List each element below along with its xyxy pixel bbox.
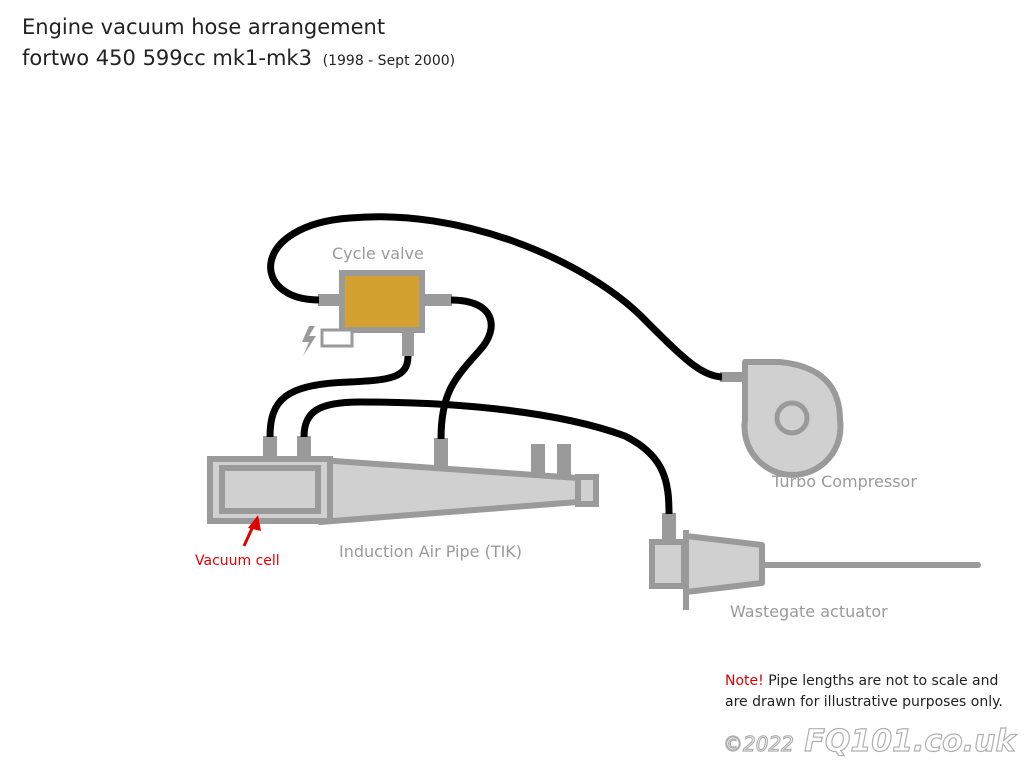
- induction-air-pipe: [207, 436, 599, 525]
- turbo-compressor-label: Turbo Compressor: [771, 472, 917, 491]
- page-subtitle: fortwo 450 599cc mk1-mk3 (1998 - Sept 20…: [22, 43, 455, 76]
- copyright-site: FQ101.co.uk: [804, 723, 1016, 759]
- vacuum-cell-arrow: [242, 515, 261, 547]
- model-dates: (1998 - Sept 2000): [322, 53, 456, 69]
- lightning-bolt-icon: [302, 326, 316, 356]
- hose-valve-to-tik: [437, 296, 495, 440]
- note-line-1: Pipe lengths are not to scale and: [763, 673, 999, 689]
- note-prefix: Note!: [725, 673, 764, 689]
- cycle-valve-label: Cycle valve: [332, 244, 424, 263]
- wastegate-actuator: [649, 513, 981, 610]
- scale-note: Note! Pipe lengths are not to scale and …: [725, 671, 1003, 713]
- page-title: Engine vacuum hose arrangement: [22, 15, 386, 39]
- model-name: fortwo 450 599cc mk1-mk3: [22, 46, 312, 70]
- note-line-2: are drawn for illustrative purposes only…: [725, 694, 1003, 710]
- induction-pipe-label: Induction Air Pipe (TIK): [339, 542, 522, 561]
- vacuum-hoses: [266, 213, 723, 515]
- vacuum-cell-label: Vacuum cell: [195, 553, 280, 569]
- turbo-compressor: [720, 359, 844, 478]
- cycle-valve: [302, 270, 452, 356]
- copyright-watermark: ©2022 FQ101.co.uk: [722, 723, 1016, 759]
- hose-tik-to-wastegate: [300, 398, 673, 515]
- hose-valve-to-vacuum-cell: [266, 355, 412, 438]
- hose-valve-to-turbo: [267, 213, 723, 381]
- copyright-year: ©2022: [722, 731, 794, 756]
- wastegate-label: Wastegate actuator: [730, 602, 888, 621]
